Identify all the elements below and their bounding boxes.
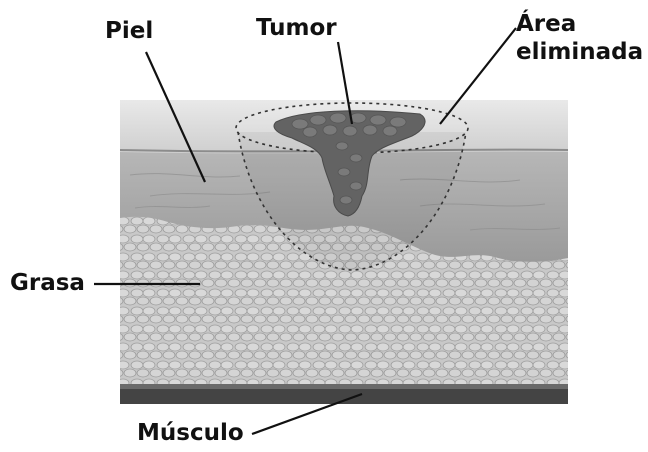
removed-area-label-line2: eliminada <box>516 40 643 65</box>
fat-label: Grasa <box>10 271 85 296</box>
removed-area-label-line1: Área <box>516 12 576 37</box>
tumor-label: Tumor <box>256 16 337 41</box>
skin-label: Piel <box>105 19 153 44</box>
muscle-label: Músculo <box>137 421 244 446</box>
